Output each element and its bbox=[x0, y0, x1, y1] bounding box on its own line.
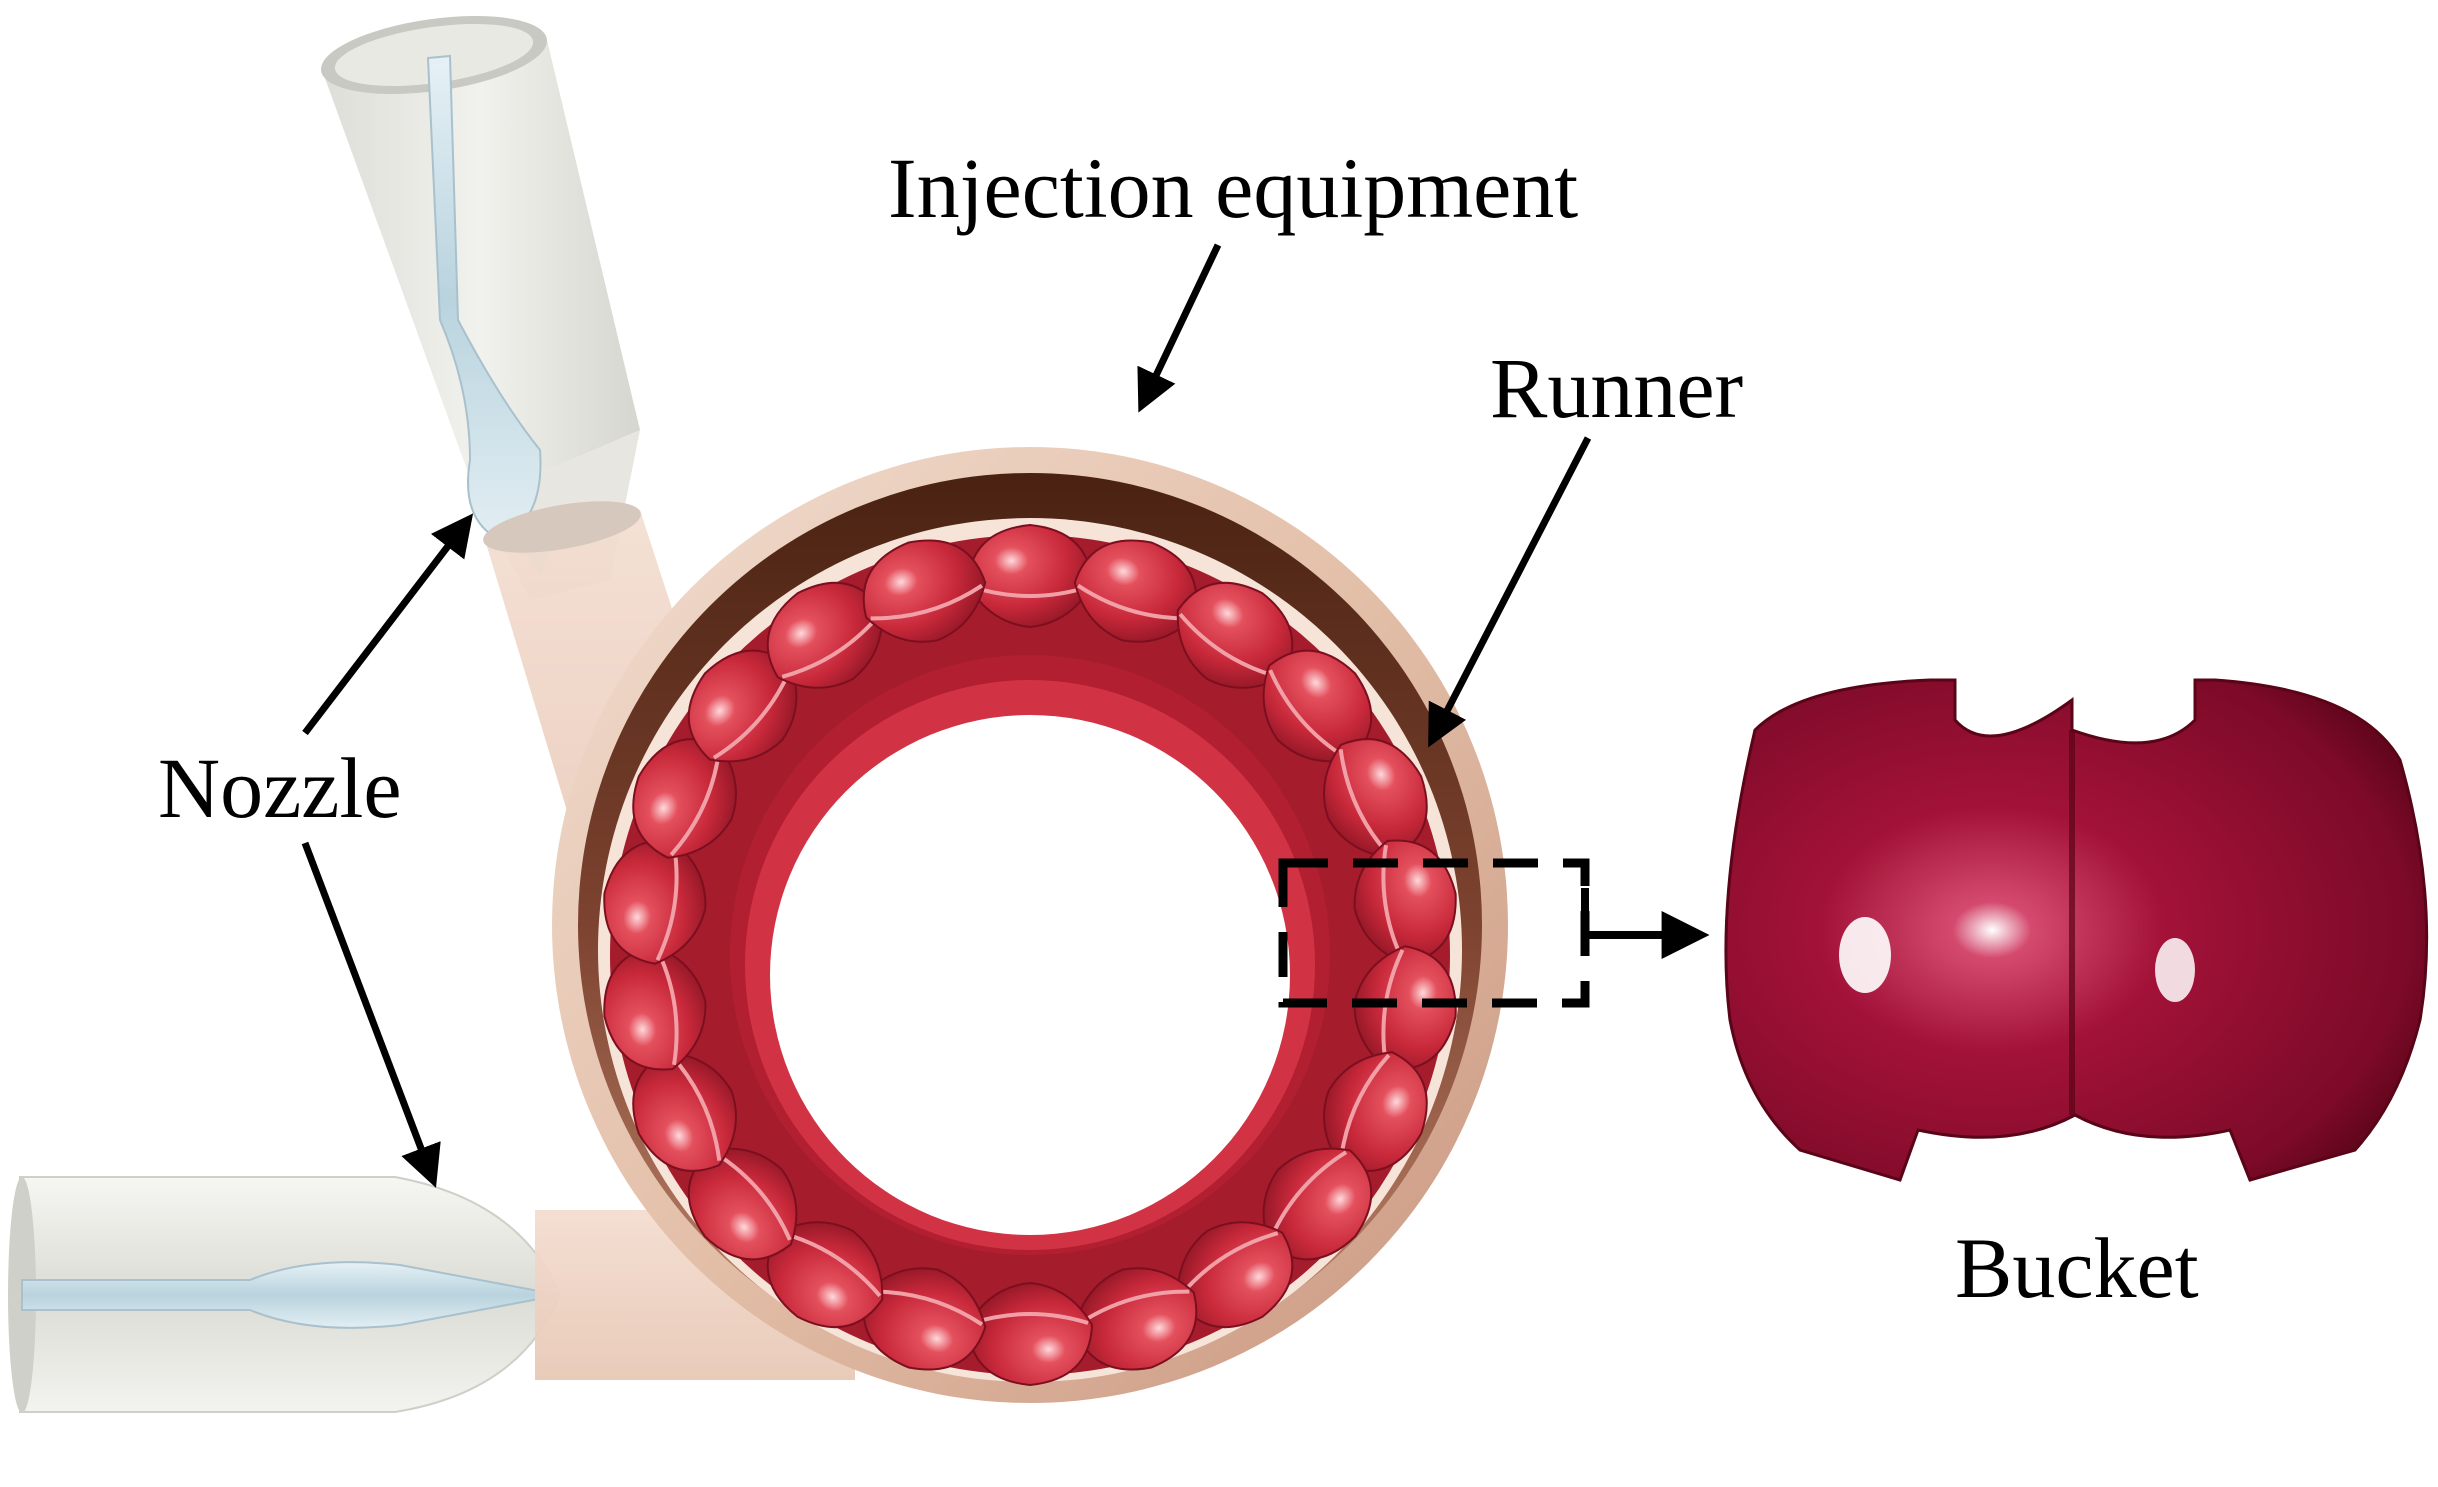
pointer-arrows bbox=[301, 243, 1592, 1188]
runner-bucket bbox=[603, 839, 707, 965]
runner-bucket bbox=[603, 945, 707, 1071]
connector-arrow bbox=[1581, 888, 1710, 959]
label-runner: Runner bbox=[1490, 340, 1744, 436]
arrow-runner bbox=[1428, 436, 1592, 748]
runner-bucket bbox=[766, 581, 884, 689]
runner-bucket bbox=[1262, 1147, 1373, 1261]
lower-nozzle bbox=[8, 1176, 855, 1413]
runner-bucket bbox=[1176, 1221, 1294, 1329]
runner-bucket bbox=[966, 523, 1094, 629]
arrow-nozzle-lower bbox=[301, 841, 441, 1188]
runner-hub-opening bbox=[770, 715, 1290, 1235]
label-nozzle: Nozzle bbox=[158, 740, 402, 836]
arrow-injection bbox=[1137, 243, 1222, 413]
bucket-detail bbox=[1724, 678, 2429, 1182]
runner-bucket bbox=[966, 1281, 1094, 1387]
arrow-nozzle-upper bbox=[302, 513, 474, 736]
label-injection-equipment: Injection equipment bbox=[888, 140, 1579, 236]
lower-needle bbox=[21, 1261, 561, 1329]
label-bucket: Bucket bbox=[1955, 1220, 2199, 1316]
runner bbox=[603, 523, 1457, 1387]
runner-bucket bbox=[1073, 1267, 1198, 1371]
runner-bucket bbox=[1323, 738, 1428, 859]
runner-bucket bbox=[687, 1147, 798, 1261]
runner-bucket bbox=[862, 539, 987, 643]
